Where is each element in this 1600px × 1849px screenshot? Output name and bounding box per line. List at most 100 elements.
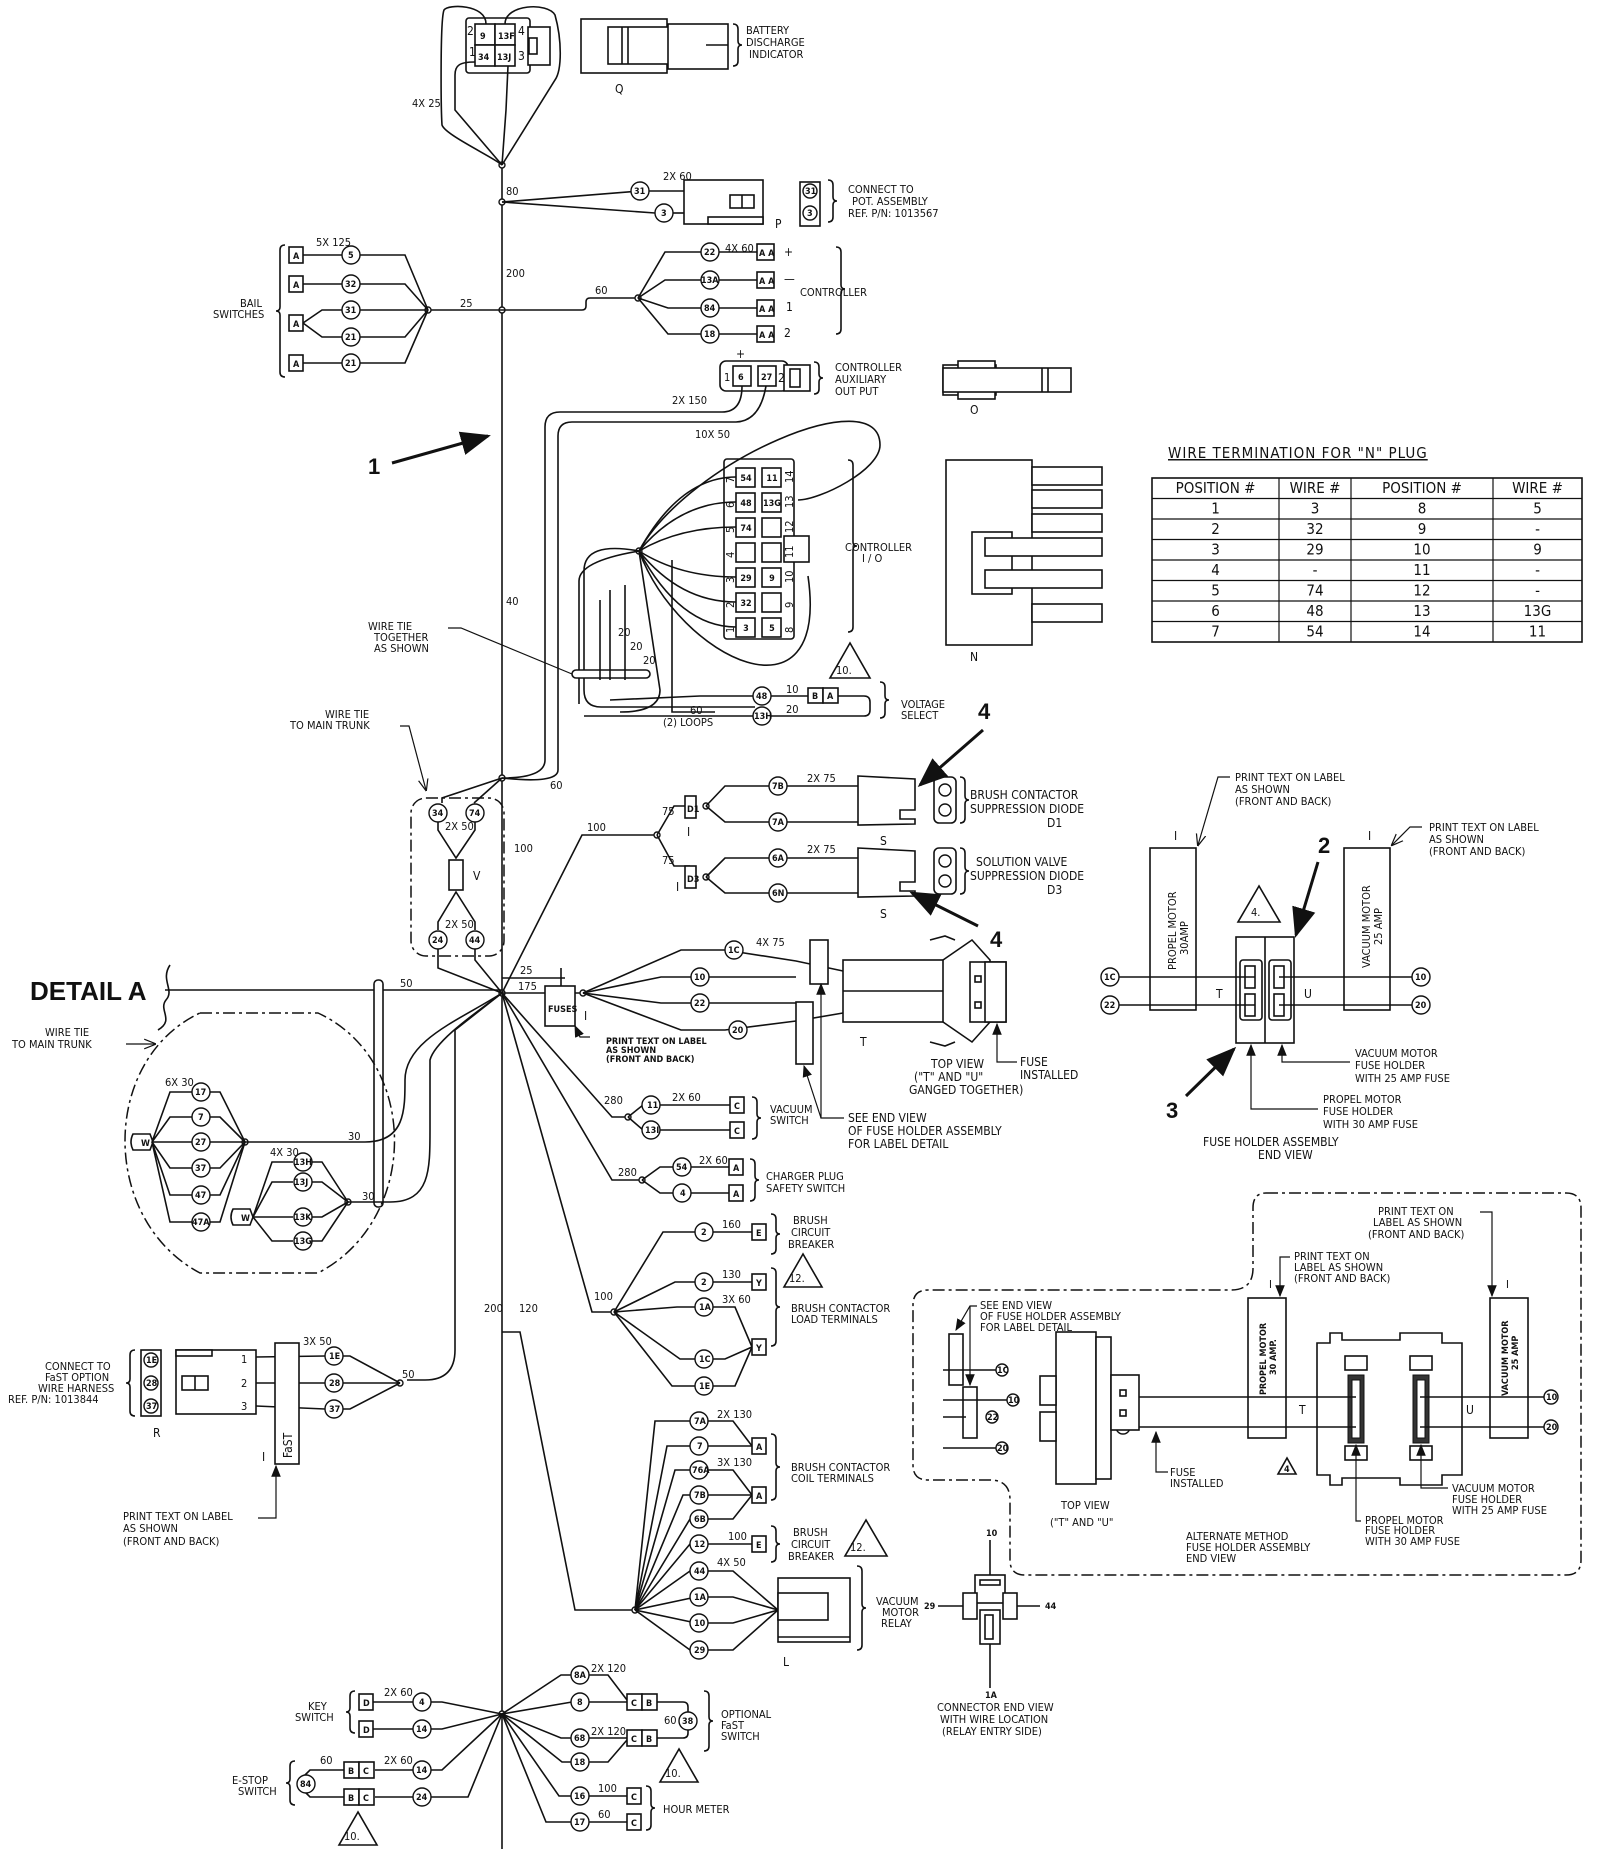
controller[interactable]: 60 4X 60 + — 1 2 CONTROLLER	[502, 242, 867, 340]
wire-number: 31	[634, 187, 646, 197]
len-label: 100	[598, 1782, 617, 1795]
label-marker: I	[687, 825, 690, 839]
vacuum-switch[interactable]: 280 11 13I 2X 60 C C VACUUM SWITCH	[501, 992, 813, 1140]
caption-text: WITH WIRE LOCATION	[940, 1713, 1048, 1726]
wire-number: 6N	[772, 889, 785, 899]
component-label: CONTROLLER	[835, 361, 902, 374]
terminal-label: B	[812, 692, 818, 702]
detail-a[interactable]: DETAIL A 50 WIRE TIE TO MAIN TRUNK 6X 30…	[11, 964, 503, 1274]
fuse-end-view[interactable]: PROPEL MOTOR 30AMP VACUUM MOTOR 25 AMP I…	[1100, 771, 1539, 1162]
component-letter: S	[880, 834, 887, 848]
pin-number: 2	[778, 371, 785, 385]
pin-label: 6	[738, 373, 744, 383]
note-text: TO MAIN TRUNK	[11, 1038, 92, 1051]
pin-label: 11	[766, 474, 778, 484]
component-q[interactable]: 9 13F 34 13J 2 4 1 3 4X 25 Q BATTERY DIS…	[412, 5, 805, 166]
wire	[638, 550, 737, 578]
wire	[210, 1116, 246, 1143]
wire	[638, 476, 737, 552]
caption-text: TOP VIEW	[1060, 1499, 1110, 1512]
vacuum-motor-relay[interactable]: 44 4X 50 1A 10 29 L VACUUM MOTOR RELAY	[634, 1556, 919, 1669]
caption-text: GANGED TOGETHER)	[909, 1083, 1023, 1097]
wire-number: 1C	[997, 1366, 1009, 1376]
wire-number: 17	[195, 1088, 206, 1098]
wire-number: 24	[416, 1793, 428, 1803]
wire-number: 28	[329, 1379, 341, 1389]
caption-text: TOP VIEW	[930, 1057, 984, 1071]
diodes[interactable]: 100 75 75 D1 D3 I I 7B 7A 6A 6N 2X 75 2X…	[501, 772, 1084, 994]
bundle-label: 2X 60	[699, 1154, 728, 1167]
pin-label: 48	[740, 499, 752, 509]
len-label: 120	[519, 1302, 538, 1315]
label-text: PROPEL MOTOR	[1259, 1322, 1269, 1395]
pin-number: 7	[724, 477, 737, 483]
alternate-method[interactable]: PROPEL MOTOR 30 AMP. VACUUM MOTOR 25 AMP…	[912, 1192, 1582, 1576]
label-marker: I	[1368, 829, 1371, 843]
component-letter: U	[1466, 1403, 1474, 1417]
pin-label: 32	[740, 599, 751, 609]
component-letter: O	[970, 403, 979, 417]
table-cell: 7	[1211, 623, 1220, 641]
bottom-hub[interactable]: 4 14 2X 60 D D KEY SWITCH 14 24 2X 60 B …	[232, 1662, 772, 1846]
terminal-label: A	[293, 252, 300, 262]
len-label: 20	[630, 640, 643, 653]
bundle-label: 2X 60	[672, 1091, 701, 1104]
charger-plug-switch[interactable]: 280 54 4 2X 60 A A CHARGER PLUG SAFETY S…	[501, 992, 845, 1203]
wire	[151, 1116, 192, 1143]
component-label: REF. P/N: 1013844	[8, 1393, 99, 1406]
caption-text: END VIEW	[1258, 1148, 1313, 1162]
wire-number: 47	[195, 1191, 206, 1201]
table-cell: 2	[1211, 520, 1220, 538]
controller-aux[interactable]: 6 27 1 2 + CONTROLLER AUXILIARY OUT PUT …	[501, 347, 902, 781]
wire	[360, 254, 429, 311]
wire	[151, 1141, 192, 1196]
component-letter: P	[775, 217, 782, 231]
table-header: WIRE #	[1512, 479, 1563, 497]
wire-number: 44	[1045, 1602, 1057, 1612]
bail-switches[interactable]: 25 5X 125	[316, 236, 502, 314]
len-label: 60	[664, 1714, 677, 1727]
pin-number: 2	[724, 602, 737, 608]
loop-note: (2) LOOPS	[663, 716, 713, 729]
voltage-select[interactable]: 48 13H 10 20 B A 10. VOLTAGE SELECT	[584, 641, 945, 726]
pin-number: 8	[783, 627, 796, 633]
note-text: LABEL AS SHOWN	[1373, 1216, 1462, 1229]
component-v[interactable]: 34 74 2X 50 V 2X 50 24 44 100 WIRE TIE T…	[289, 708, 563, 994]
table-cell: 5	[1211, 582, 1220, 600]
pin-number: 1	[241, 1353, 247, 1366]
label-text: 30 AMP.	[1269, 1339, 1279, 1375]
wire	[252, 1161, 293, 1218]
component-label: BREAKER	[788, 1550, 834, 1563]
component-r[interactable]: 50 1E 28 37 3X 50 1 2 3 FaST I 1E 28 37 …	[8, 992, 503, 1548]
fuse-top-view[interactable]: 25 175 FUSES I PRINT TEXT ON LABEL AS SH…	[502, 935, 1078, 1151]
brush-circuit-breaker-2[interactable]: 12 100 E BRUSH CIRCUIT BREAKER 12.	[634, 1518, 889, 1611]
wire-number: 1C	[699, 1355, 711, 1365]
brush-coil-terminals[interactable]: 7A 2X 130 7 A 76A 3X 130 7B 6B A BRUSH C…	[634, 1408, 890, 1611]
len-label: 20	[643, 654, 656, 667]
io-pin	[735, 542, 756, 563]
component-label: HOUR METER	[663, 1803, 730, 1816]
wire-number: 44	[469, 936, 481, 946]
bundle-label: 2X 150	[672, 394, 707, 407]
pin-number: 5	[724, 527, 737, 533]
note-text: PROPEL MOTOR	[1323, 1093, 1402, 1106]
wire	[151, 1141, 192, 1223]
note-text: FUSE HOLDER	[1452, 1493, 1522, 1506]
note-text: FUSE HOLDER	[1355, 1059, 1425, 1072]
note-text: (FRONT AND BACK)	[606, 1055, 694, 1065]
component-label: BREAKER	[788, 1238, 834, 1251]
brush-load-terminals[interactable]: 100 2 160 E BRUSH CIRCUIT BREAKER 12. 2 …	[501, 992, 890, 1396]
component-label: WIRE HARNESS	[38, 1382, 114, 1395]
io-pin	[761, 517, 782, 538]
pin-number: 6	[724, 502, 737, 508]
callout-number: 4	[978, 699, 991, 724]
caption-text: END VIEW	[1186, 1552, 1236, 1565]
brush-coil-and-relay[interactable]	[502, 1331, 639, 1614]
component-p[interactable]: 31 3 2X 60 P 31 3 CONNECT TO POT. ASSEMB…	[501, 170, 939, 231]
callout-4a: 4	[917, 699, 991, 787]
note-text: TO MAIN TRUNK	[289, 719, 370, 732]
pin-number: 4	[724, 552, 737, 558]
note-text: AS SHOWN	[606, 1046, 656, 1056]
